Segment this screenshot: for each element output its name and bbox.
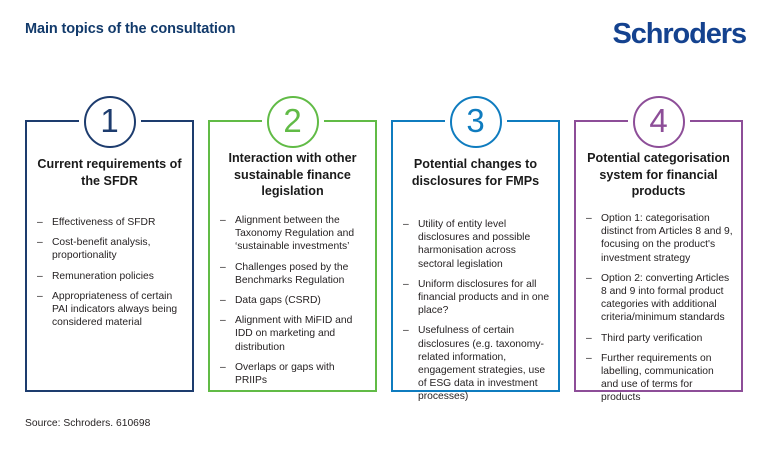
- list-item-text: Option 1: categorisation distinct from A…: [601, 213, 733, 264]
- list-item: –Third party verification: [586, 332, 733, 345]
- list-item-text: Challenges posed by the Benchmarks Regul…: [235, 261, 349, 286]
- bullet-dash-icon: –: [37, 270, 43, 282]
- source-note: Source: Schroders. 610698: [25, 418, 151, 429]
- bullet-dash-icon: –: [37, 217, 43, 228]
- list-item: –Remuneration policies: [37, 270, 184, 283]
- list-item-text: Overlaps or gaps with PRIIPs: [235, 361, 335, 387]
- slide-header: Main topics of the consultation Schroder…: [0, 0, 770, 76]
- topic-card-2: 2 Interaction with other sustainable fin…: [208, 96, 377, 393]
- card-heading: Interaction with other sustainable finan…: [228, 151, 357, 198]
- card-bullet-list: –Alignment between the Taxonomy Regulati…: [220, 214, 367, 394]
- bullet-dash-icon: –: [586, 332, 592, 344]
- bullet-dash-icon: –: [403, 325, 409, 337]
- list-item-text: Usefulness of certain disclosures (e.g. …: [418, 325, 546, 403]
- topic-card-3: 3 Potential changes to disclosures for F…: [391, 96, 560, 402]
- list-item-text: Alignment with MiFID and IDD on marketin…: [235, 315, 353, 353]
- list-item: –Uniform disclosures for all financial p…: [403, 278, 550, 318]
- list-item: –Overlaps or gaps with PRIIPs: [220, 361, 367, 387]
- card-number-badge: 4: [632, 96, 685, 148]
- bullet-dash-icon: –: [586, 272, 592, 284]
- bullet-dash-icon: –: [220, 261, 226, 273]
- list-item-text: Appropriateness of certain PAI indicator…: [52, 290, 178, 329]
- bullet-dash-icon: –: [220, 215, 226, 226]
- topic-card-4: 4 Potential categorisation system for fi…: [574, 96, 743, 403]
- list-item-text: Third party verification: [601, 332, 703, 344]
- card-heading: Potential categorisation system for fina…: [587, 151, 730, 198]
- page-title: Main topics of the consultation: [25, 21, 236, 37]
- card-heading: Current requirements of the SFDR: [37, 157, 182, 188]
- list-item: –Effectiveness of SFDR: [37, 216, 184, 229]
- list-item: –Alignment between the Taxonomy Regulati…: [220, 214, 367, 254]
- list-item: –Option 2: converting Articles 8 and 9 i…: [586, 272, 733, 325]
- topic-cards-row: 1 Current requirements of the SFDR –Effe…: [25, 96, 743, 403]
- bullet-dash-icon: –: [220, 361, 226, 373]
- card-bullet-list: –Effectiveness of SFDR –Cost-benefit ana…: [37, 216, 184, 336]
- list-item-text: Utility of entity level disclosures and …: [418, 219, 531, 270]
- bullet-dash-icon: –: [220, 315, 226, 327]
- bullet-dash-icon: –: [586, 352, 592, 364]
- card-number-badge: 1: [83, 96, 136, 148]
- bullet-dash-icon: –: [403, 219, 409, 230]
- list-item: –Data gaps (CSRD): [220, 294, 367, 307]
- list-item-text: Uniform disclosures for all financial pr…: [418, 278, 550, 317]
- card-number-badge: 3: [449, 96, 502, 148]
- card-bullet-list: –Utility of entity level disclosures and…: [403, 218, 550, 411]
- list-item-text: Option 2: converting Articles 8 and 9 in…: [601, 272, 730, 324]
- list-item: –Appropriateness of certain PAI indicato…: [37, 290, 184, 330]
- list-item-text: Further requirements on labelling, commu…: [601, 352, 714, 404]
- list-item-text: Cost-benefit analysis, proportionality: [52, 237, 151, 262]
- list-item: –Alignment with MiFID and IDD on marketi…: [220, 314, 367, 354]
- list-item: –Utility of entity level disclosures and…: [403, 218, 550, 271]
- topic-card-1: 1 Current requirements of the SFDR –Effe…: [25, 96, 194, 393]
- bullet-dash-icon: –: [37, 290, 43, 302]
- list-item-text: Alignment between the Taxonomy Regulatio…: [235, 215, 355, 253]
- card-number-badge: 2: [266, 96, 319, 148]
- list-item: –Cost-benefit analysis, proportionality: [37, 236, 184, 262]
- list-item: –Challenges posed by the Benchmarks Regu…: [220, 261, 367, 287]
- bullet-dash-icon: –: [586, 213, 592, 224]
- list-item: –Further requirements on labelling, comm…: [586, 352, 733, 405]
- list-item-text: Effectiveness of SFDR: [52, 217, 156, 228]
- list-item: –Option 1: categorisation distinct from …: [586, 212, 733, 265]
- schroders-logo: Schroders: [612, 18, 747, 50]
- list-item-text: Data gaps (CSRD): [235, 295, 321, 307]
- list-item-text: Remuneration policies: [52, 270, 154, 282]
- bullet-dash-icon: –: [403, 278, 409, 290]
- list-item: –Usefulness of certain disclosures (e.g.…: [403, 324, 550, 403]
- card-bullet-list: –Option 1: categorisation distinct from …: [586, 212, 733, 412]
- bullet-dash-icon: –: [37, 237, 43, 249]
- bullet-dash-icon: –: [220, 295, 226, 307]
- card-heading: Potential changes to disclosures for FMP…: [411, 157, 540, 188]
